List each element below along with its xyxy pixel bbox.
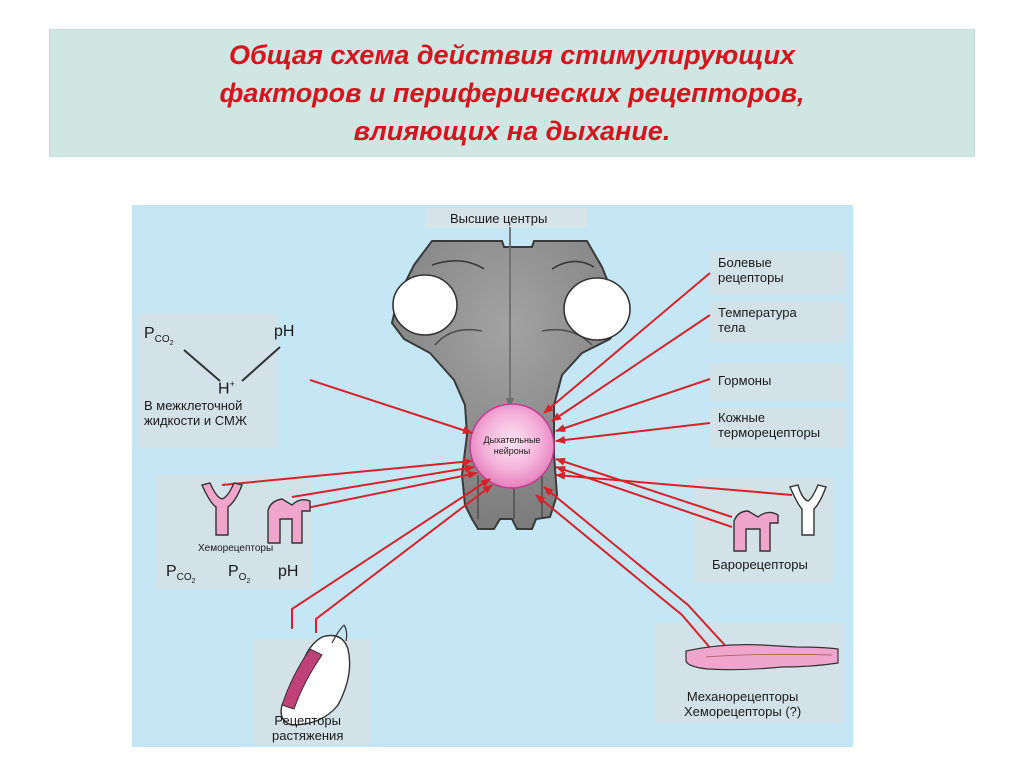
arrow-interstitial bbox=[309, 379, 473, 435]
chemo-pco2-two: 2 bbox=[191, 578, 196, 586]
respiratory-neurons-line2: нейроны bbox=[493, 446, 531, 456]
arrow-chemo-2 bbox=[291, 464, 475, 498]
formula-h: H bbox=[218, 380, 230, 398]
respiratory-neurons-line1: Дыхательные bbox=[483, 435, 541, 445]
formula-line-right bbox=[241, 346, 281, 382]
chemo-pco2: PCO2 bbox=[166, 563, 196, 591]
muscle-shape bbox=[685, 644, 839, 671]
aortic-arch-right bbox=[733, 510, 779, 552]
formula-plus: + bbox=[229, 379, 235, 389]
aortic-arch-left bbox=[267, 498, 311, 544]
brainstem-ridge-right bbox=[551, 260, 595, 270]
formula-h-plus: H+ bbox=[218, 375, 235, 398]
title-banner: Общая схема действия стимулирующих факто… bbox=[49, 29, 975, 157]
pleura-band bbox=[281, 648, 323, 710]
formula-line-left bbox=[183, 349, 221, 382]
temperature-panel bbox=[710, 301, 846, 343]
chemo-po2-p: P bbox=[228, 563, 239, 580]
right-peduncle bbox=[563, 277, 631, 341]
chemo-po2-o: O bbox=[238, 572, 247, 584]
respiration-diagram: Высшие центры Дыхательные нейроны Болевы… bbox=[132, 205, 853, 747]
arrow-hormones bbox=[555, 378, 711, 432]
muscle-striation bbox=[705, 653, 833, 658]
respiratory-neurons-nucleus bbox=[469, 403, 555, 489]
interstitial-fluid-label: В межклеточной жидкости и СМЖ bbox=[144, 398, 247, 428]
skin-thermoreceptors-label: Кожные терморецепторы bbox=[718, 410, 821, 440]
higher-centers-label: Высшие центры bbox=[450, 211, 548, 226]
formula-ph: pH bbox=[274, 323, 295, 340]
arrow-mechano-1 bbox=[543, 486, 733, 654]
pain-receptors-label: Болевые рецепторы bbox=[718, 255, 784, 285]
body-temperature-label: Температура тела bbox=[718, 305, 797, 335]
formula-pco2: PCO2 bbox=[144, 325, 174, 353]
interstitial-panel bbox=[137, 313, 277, 448]
carotid-bifurcation-left bbox=[201, 482, 243, 536]
formula-pco2-p: P bbox=[144, 325, 155, 342]
arrow-mechano-2 bbox=[535, 494, 719, 658]
chemoreceptors-label: Хеморецепторы bbox=[198, 543, 274, 554]
mechanoreceptors-panel bbox=[655, 623, 843, 723]
chemo-po2: PO2 bbox=[228, 563, 250, 591]
arrow-stretch-2 bbox=[315, 484, 493, 633]
arrow-pain bbox=[543, 272, 711, 414]
arrow-chemo-1 bbox=[221, 457, 473, 486]
carotid-bifurcation-right bbox=[789, 484, 827, 536]
chemo-pco2-co: CO bbox=[176, 572, 192, 584]
skin-thermo-panel bbox=[710, 408, 846, 448]
stretch-receptors-label: Рецепторы растяжения bbox=[272, 713, 344, 743]
baroreceptors-label: Барорецепторы bbox=[712, 557, 808, 572]
chemo-pco2-p: P bbox=[166, 563, 177, 580]
arrow-baro-1 bbox=[555, 458, 733, 518]
arrow-baro-3 bbox=[555, 471, 793, 496]
mechanoreceptors-label: Механорецепторы Хеморецепторы (?) bbox=[684, 689, 802, 719]
hormones-panel bbox=[710, 363, 846, 401]
formula-pco2-two: 2 bbox=[169, 340, 174, 348]
diagram-graphics bbox=[137, 208, 846, 745]
chemo-po2-two: 2 bbox=[246, 578, 251, 586]
brainstem-ridge-left bbox=[431, 260, 485, 270]
formula-pco2-co: CO bbox=[154, 334, 170, 346]
brainstem-ridge-lower-right bbox=[541, 328, 593, 346]
left-peduncle bbox=[392, 274, 458, 336]
arrow-temperature bbox=[551, 314, 711, 422]
arrow-skin-thermo bbox=[555, 422, 711, 444]
pain-receptors-panel bbox=[710, 251, 846, 295]
arrow-chemo-3 bbox=[291, 470, 478, 512]
respiratory-neurons-label: Дыхательные нейроны bbox=[478, 435, 546, 457]
bronchi bbox=[331, 624, 348, 644]
higher-centers-panel bbox=[425, 208, 587, 228]
chemo-ph: pH bbox=[278, 563, 299, 580]
arrow-stretch-1 bbox=[291, 478, 491, 629]
hormones-label: Гормоны bbox=[718, 373, 772, 388]
slide-title: Общая схема действия стимулирующих факто… bbox=[219, 40, 805, 146]
brainstem-ridge-lower-left bbox=[434, 328, 483, 346]
